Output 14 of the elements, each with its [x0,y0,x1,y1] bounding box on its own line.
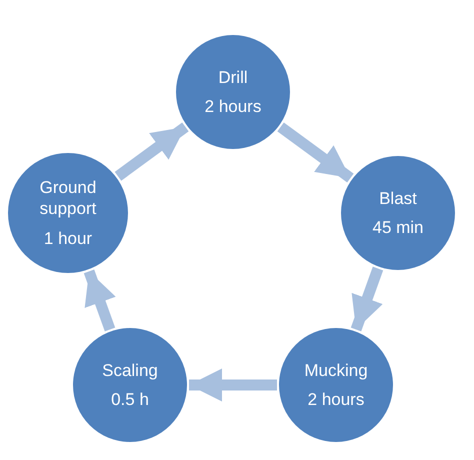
step-name: Mucking [304,360,368,381]
block-arrow [189,368,277,402]
block-arrow [277,122,354,183]
block-arrow [84,269,116,332]
step-duration: 45 min [372,217,424,238]
block-arrow [350,266,384,332]
step-name: Scaling [102,360,158,381]
step-name: Ground support [38,177,98,220]
step-duration: 2 hours [204,96,262,118]
step-duration: 0.5 h [111,389,149,410]
step-duration: 1 hour [44,228,92,249]
step-duration: 2 hours [308,389,364,410]
step-name: Blast [379,188,417,209]
step-name: Drill [218,66,248,88]
